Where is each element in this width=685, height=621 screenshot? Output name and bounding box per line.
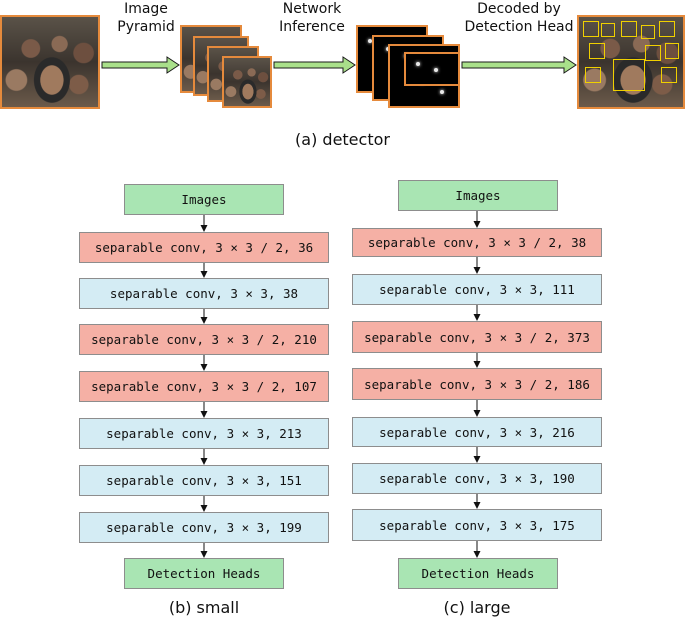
face-box bbox=[601, 23, 615, 37]
network-inference-label: Network Inference bbox=[279, 1, 345, 35]
caption-small: (b) small bbox=[168, 598, 240, 617]
face-box bbox=[589, 43, 605, 59]
small-layer-6: separable conv, 3 × 3, 151 bbox=[79, 465, 329, 496]
small-layer-4: separable conv, 3 × 3 / 2, 107 bbox=[79, 371, 329, 402]
face-box bbox=[613, 59, 645, 91]
large-input-box: Images bbox=[398, 180, 558, 211]
large-layer-7: separable conv, 3 × 3, 175 bbox=[352, 509, 602, 541]
input-image bbox=[0, 15, 100, 109]
face-box bbox=[661, 67, 677, 83]
activation-dot bbox=[416, 62, 420, 66]
pipeline-arrows bbox=[101, 56, 577, 74]
small-layer-3: separable conv, 3 × 3 / 2, 210 bbox=[79, 324, 329, 355]
activation-dot bbox=[368, 39, 372, 43]
heatmap-level-4 bbox=[404, 52, 460, 86]
face-box bbox=[659, 21, 675, 37]
image-pyramid-label: Image Pyramid bbox=[117, 1, 175, 35]
caption-detector: (a) detector bbox=[295, 130, 390, 149]
large-output-box: Detection Heads bbox=[398, 558, 558, 589]
arrow-to-inference bbox=[273, 56, 356, 74]
large-layer-1: separable conv, 3 × 3 / 2, 38 bbox=[352, 228, 602, 257]
face-box bbox=[641, 25, 655, 39]
large-layer-4: separable conv, 3 × 3 / 2, 186 bbox=[352, 368, 602, 400]
arrow-to-pyramid bbox=[101, 56, 180, 74]
face-box bbox=[645, 45, 661, 61]
arrow-to-decoded bbox=[461, 56, 577, 74]
large-layer-6: separable conv, 3 × 3, 190 bbox=[352, 463, 602, 494]
small-layer-7: separable conv, 3 × 3, 199 bbox=[79, 512, 329, 543]
activation-dot bbox=[440, 90, 444, 94]
large-layer-5: separable conv, 3 × 3, 216 bbox=[352, 417, 602, 447]
face-box bbox=[583, 21, 599, 37]
small-input-box: Images bbox=[124, 184, 284, 215]
large-layer-2: separable conv, 3 × 3, 111 bbox=[352, 274, 602, 305]
small-layer-2: separable conv, 3 × 3, 38 bbox=[79, 278, 329, 309]
output-image bbox=[577, 15, 685, 109]
small-layer-5: separable conv, 3 × 3, 213 bbox=[79, 418, 329, 449]
caption-large: (c) large bbox=[443, 598, 511, 617]
face-box bbox=[585, 67, 601, 83]
large-layer-3: separable conv, 3 × 3 / 2, 373 bbox=[352, 321, 602, 353]
decoded-label: Decoded by Detection Head bbox=[464, 1, 574, 35]
face-box bbox=[621, 21, 637, 37]
activation-dot bbox=[434, 68, 438, 72]
small-output-box: Detection Heads bbox=[124, 558, 284, 589]
face-box bbox=[665, 43, 679, 59]
small-layer-1: separable conv, 3 × 3 / 2, 36 bbox=[79, 232, 329, 263]
pyramid-level-4 bbox=[222, 56, 272, 108]
